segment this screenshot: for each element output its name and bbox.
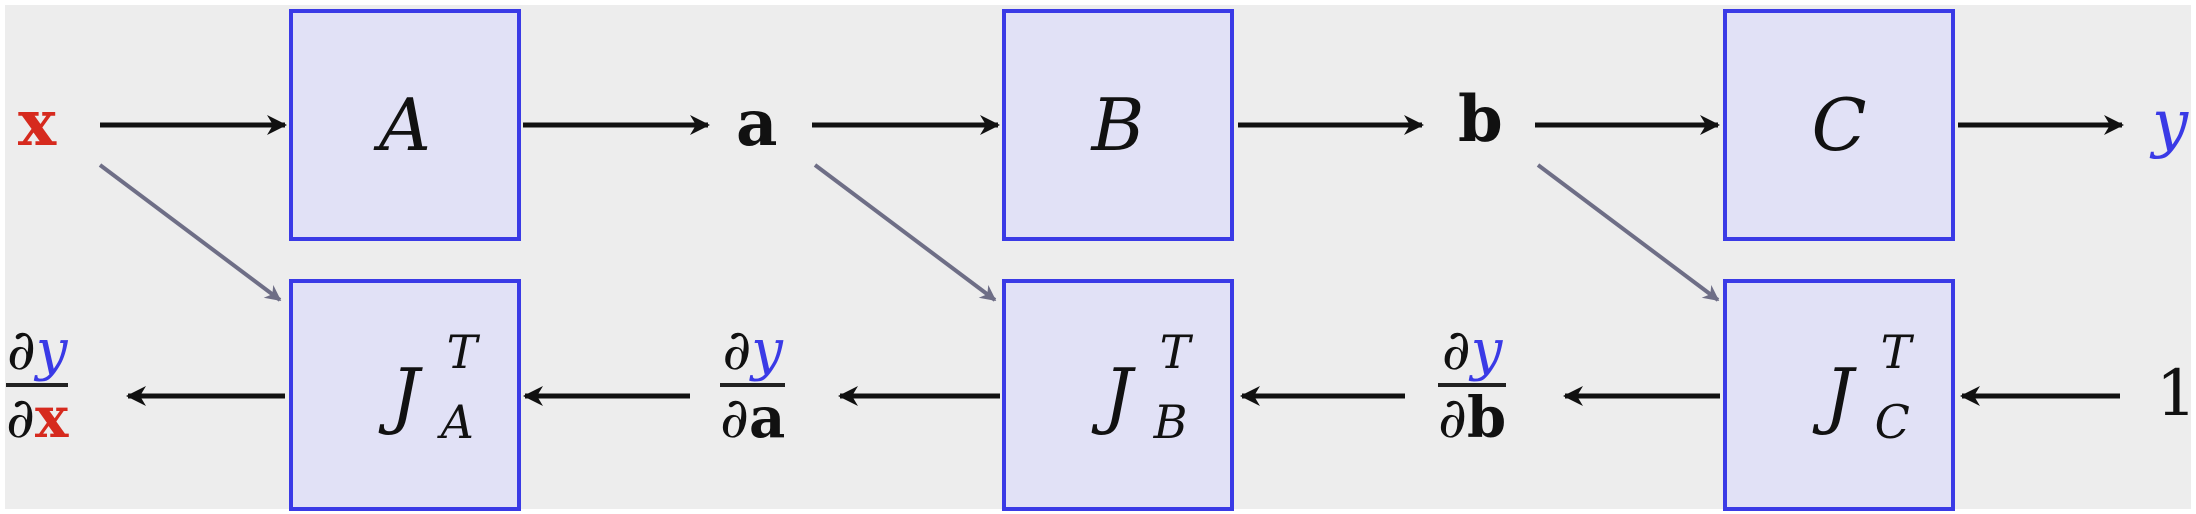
gradient-dy-db-denominator: ∂b xyxy=(1438,384,1507,451)
diag-arrow-a-to-jb xyxy=(813,163,997,302)
fraction-bar xyxy=(720,382,786,387)
function-box-a: A xyxy=(289,9,521,241)
gradient-dy-da: ∂y ∂a xyxy=(720,318,786,451)
fraction-bar xyxy=(1438,382,1507,387)
numerator-y: y xyxy=(1470,318,1503,383)
partial-symbol: ∂ xyxy=(720,385,749,451)
gradient-dy-dx-numerator: ∂y xyxy=(6,318,68,383)
jacobian-b-subscript: B xyxy=(1153,395,1188,449)
gradient-dy-da-denominator: ∂a xyxy=(720,384,786,451)
denominator-a: a xyxy=(748,384,786,451)
jacobian-a-j: J xyxy=(390,353,420,437)
partial-symbol: ∂ xyxy=(6,318,36,383)
intermediate-a-label: a xyxy=(736,86,778,161)
partial-symbol: ∂ xyxy=(722,318,752,383)
function-a-symbol: A xyxy=(379,83,431,167)
function-box-b: B xyxy=(1002,9,1234,241)
output-y-label: y xyxy=(2152,87,2189,161)
input-x-label: x xyxy=(18,86,57,161)
intermediate-b-label: b xyxy=(1458,82,1503,157)
jacobian-a-subscript: A xyxy=(440,395,474,449)
numerator-y: y xyxy=(35,318,68,383)
function-box-c: C xyxy=(1723,9,1955,241)
gradient-dy-db: ∂y ∂b xyxy=(1438,318,1507,451)
denominator-x: x xyxy=(34,384,69,451)
numerator-y: y xyxy=(751,318,783,383)
fraction-bar xyxy=(6,382,69,387)
gradient-dy-db-numerator: ∂y xyxy=(1441,318,1503,383)
jacobian-a-transpose: T xyxy=(446,325,478,379)
gradient-dy-dx: ∂y ∂x xyxy=(6,318,69,451)
denominator-b: b xyxy=(1466,384,1507,451)
function-c-symbol: C xyxy=(1811,83,1867,167)
jacobian-b-transpose: T xyxy=(1159,325,1191,379)
jacobian-c-subscript: C xyxy=(1874,395,1910,449)
function-b-symbol: B xyxy=(1091,83,1145,167)
partial-symbol: ∂ xyxy=(6,385,35,451)
diag-arrow-x-to-ja xyxy=(98,163,282,302)
partial-symbol: ∂ xyxy=(1441,318,1471,383)
seed-gradient-one: 1 xyxy=(2156,357,2196,431)
partial-symbol: ∂ xyxy=(1438,385,1467,451)
jacobian-b-j: J xyxy=(1103,353,1133,437)
gradient-dy-da-numerator: ∂y xyxy=(722,318,783,383)
diag-arrow-b-to-jc xyxy=(1536,163,1720,302)
jacobian-c-j: J xyxy=(1824,353,1854,437)
jacobian-c-transpose: T xyxy=(1880,325,1912,379)
gradient-dy-dx-denominator: ∂x xyxy=(6,384,69,451)
